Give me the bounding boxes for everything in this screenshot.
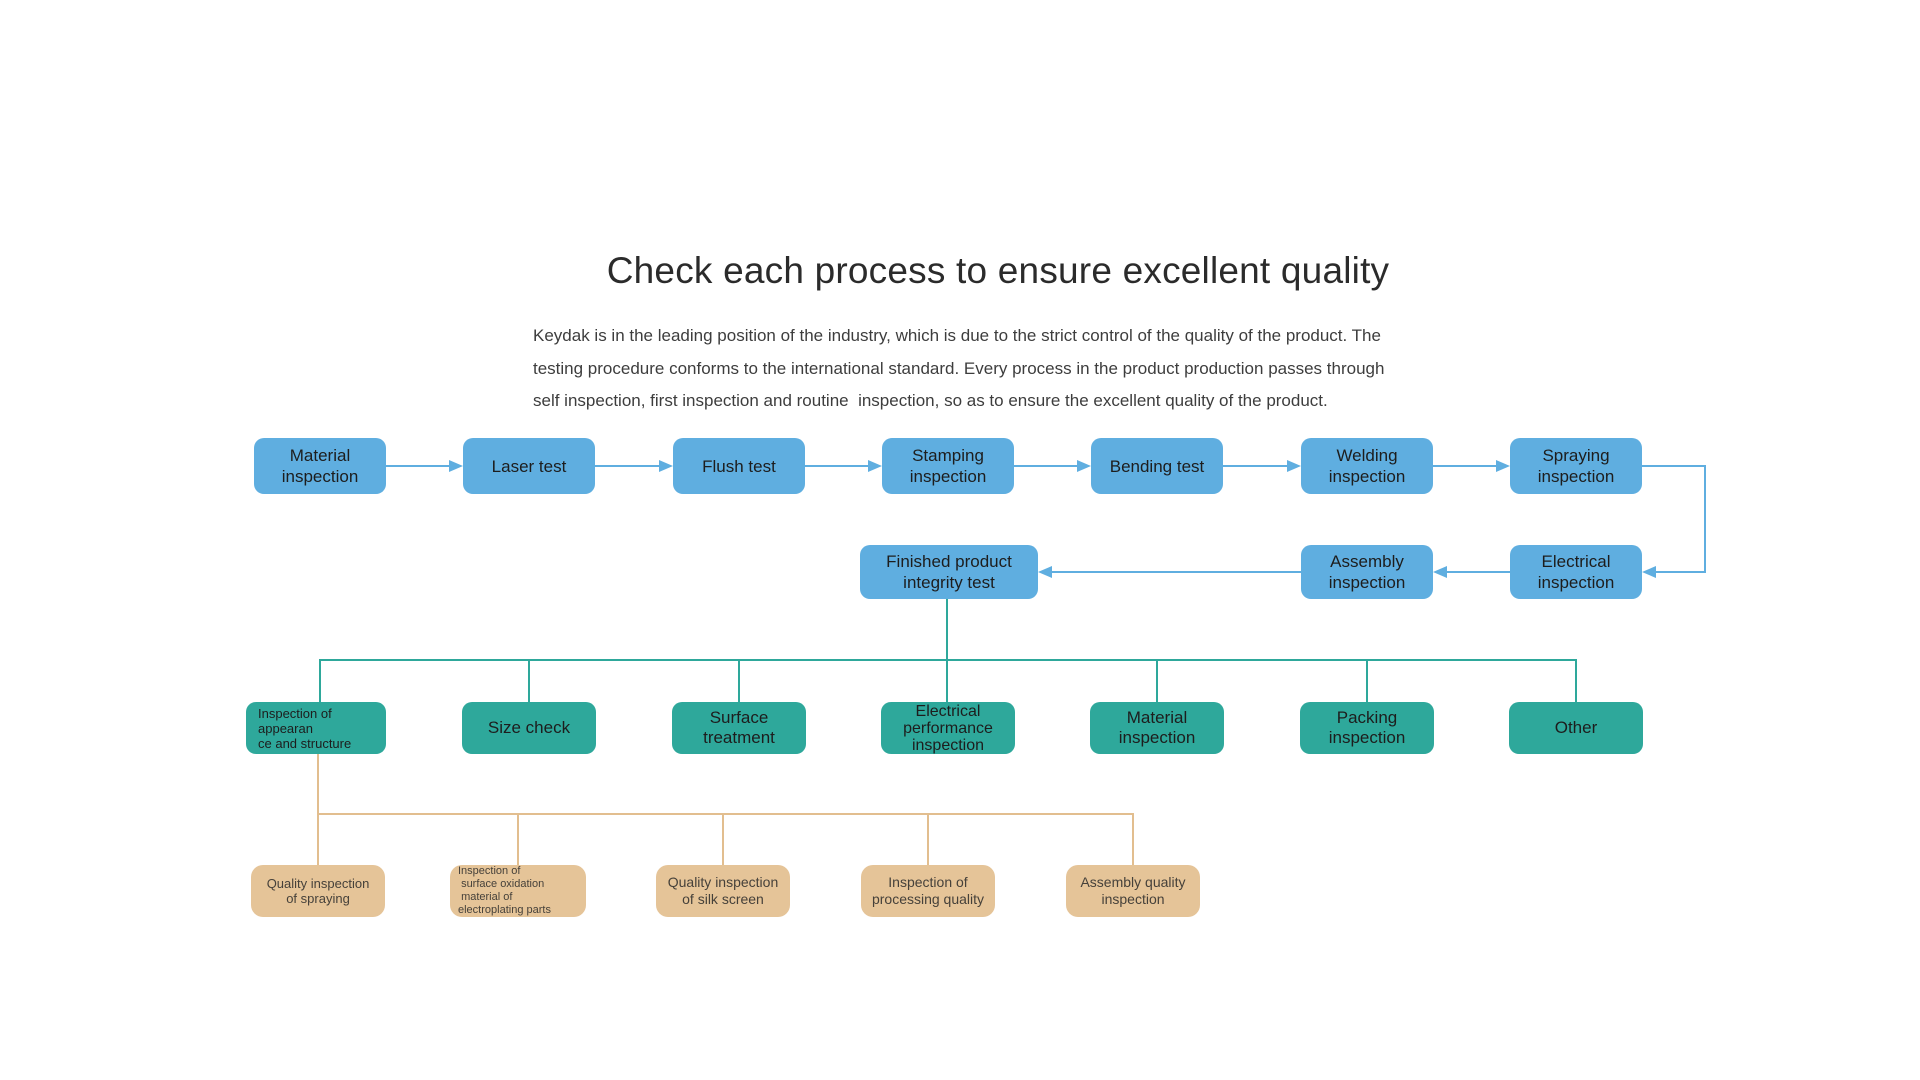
node-welding-inspection: Welding inspection <box>1301 438 1433 494</box>
node-inspection-surface-oxidation: Inspection of surface oxidation material… <box>450 865 586 917</box>
arrow-head-left-elbow <box>1642 566 1656 578</box>
node-inspection-appearance-structure: Inspection of appearan ce and structure <box>246 702 386 754</box>
teal-drop-3 <box>738 659 740 702</box>
arrow-line-5 <box>1223 465 1287 467</box>
elbow-vertical-line <box>1704 465 1706 573</box>
node-size-check: Size check <box>462 702 596 754</box>
node-other: Other <box>1509 702 1643 754</box>
teal-drop-6 <box>1366 659 1368 702</box>
node-material-inspection: Material inspection <box>254 438 386 494</box>
teal-drop-1 <box>319 659 321 702</box>
node-material-inspection-2: Material inspection <box>1090 702 1224 754</box>
teal-rail-line <box>319 659 1577 661</box>
node-packing-inspection: Packing inspection <box>1300 702 1434 754</box>
node-electrical-performance-inspection: Electrical performance inspection <box>881 702 1015 754</box>
arrow-line-1 <box>386 465 449 467</box>
arrow-line-2 <box>595 465 659 467</box>
node-bending-test: Bending test <box>1091 438 1223 494</box>
node-surface-treatment: Surface treatment <box>672 702 806 754</box>
node-laser-test: Laser test <box>463 438 595 494</box>
arrow-line-4 <box>1014 465 1077 467</box>
node-spraying-inspection: Spraying inspection <box>1510 438 1642 494</box>
tan-drop-4 <box>927 813 929 865</box>
elbow-top-line <box>1642 465 1706 467</box>
elbow-bottom-line <box>1654 571 1706 573</box>
page-title: Check each process to ensure excellent q… <box>606 250 1390 291</box>
tan-drop-1 <box>317 813 319 865</box>
tan-drop-2 <box>517 813 519 865</box>
arrow-head-left-8 <box>1433 566 1447 578</box>
tan-rail-line <box>317 813 1134 815</box>
node-quality-inspection-silk-screen: Quality inspection of silk screen <box>656 865 790 917</box>
arrow-line-8 <box>1445 571 1510 573</box>
node-flush-test: Flush test <box>673 438 805 494</box>
page-description: Keydak is in the leading position of the… <box>533 326 1385 410</box>
node-quality-inspection-spraying: Quality inspection of spraying <box>251 865 385 917</box>
arrow-head-left-7 <box>1038 566 1052 578</box>
teal-drop-5 <box>1156 659 1158 702</box>
arrow-line-7 <box>1050 571 1301 573</box>
teal-drop-7 <box>1575 659 1577 702</box>
node-stamping-inspection: Stamping inspection <box>882 438 1014 494</box>
arrow-head-right-1 <box>449 460 463 472</box>
teal-stem-line <box>946 599 948 702</box>
node-inspection-processing-quality: Inspection of processing quality <box>861 865 995 917</box>
teal-drop-2 <box>528 659 530 702</box>
node-assembly-inspection: Assembly inspection <box>1301 545 1433 599</box>
arrow-head-right-4 <box>1077 460 1091 472</box>
arrow-head-right-5 <box>1287 460 1301 472</box>
tan-drop-3 <box>722 813 724 865</box>
arrow-head-right-2 <box>659 460 673 472</box>
tan-drop-5 <box>1132 813 1134 865</box>
arrow-line-6 <box>1433 465 1496 467</box>
arrow-line-3 <box>805 465 868 467</box>
arrow-head-right-3 <box>868 460 882 472</box>
arrow-head-right-6 <box>1496 460 1510 472</box>
node-electrical-inspection: Electrical inspection <box>1510 545 1642 599</box>
node-finished-product-integrity-test: Finished product integrity test <box>860 545 1038 599</box>
tan-stem-line <box>317 754 319 814</box>
node-assembly-quality-inspection: Assembly quality inspection <box>1066 865 1200 917</box>
